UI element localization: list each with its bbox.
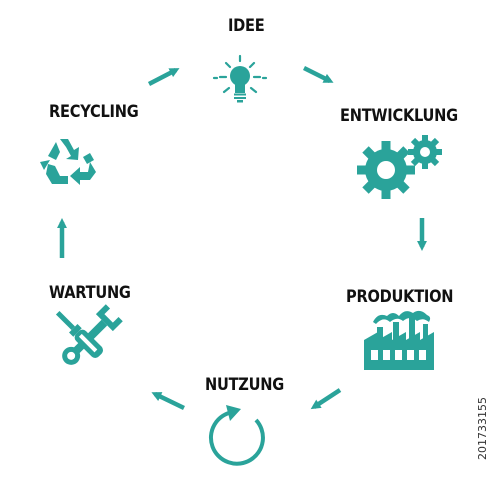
arrow-nutzung-to-wartung [151,391,185,411]
stage-label-produktion: PRODUKTION [346,287,454,307]
wrench-screwdriver-icon [55,304,123,365]
arrow-produktion-to-nutzung [310,388,342,410]
cycle-arrows [57,65,427,411]
stage-label-entwicklung: ENTWICKLUNG [340,106,458,126]
arrow-idee-to-entwicklung [302,65,334,84]
recycling-icon [40,139,96,185]
light-bulb-icon [212,54,268,103]
stock-image-id: 201733155 [476,397,489,460]
gears-icon [357,135,442,199]
circular-arrow-icon [208,405,265,466]
arrow-recycling-to-idee [147,68,180,86]
stage-label-recycling: RECYCLING [49,102,139,122]
factory-icon [364,310,434,370]
stage-label-nutzung: NUTZUNG [205,375,284,395]
stage-label-idee: IDEE [228,16,265,36]
stage-label-wartung: WARTUNG [49,283,131,303]
